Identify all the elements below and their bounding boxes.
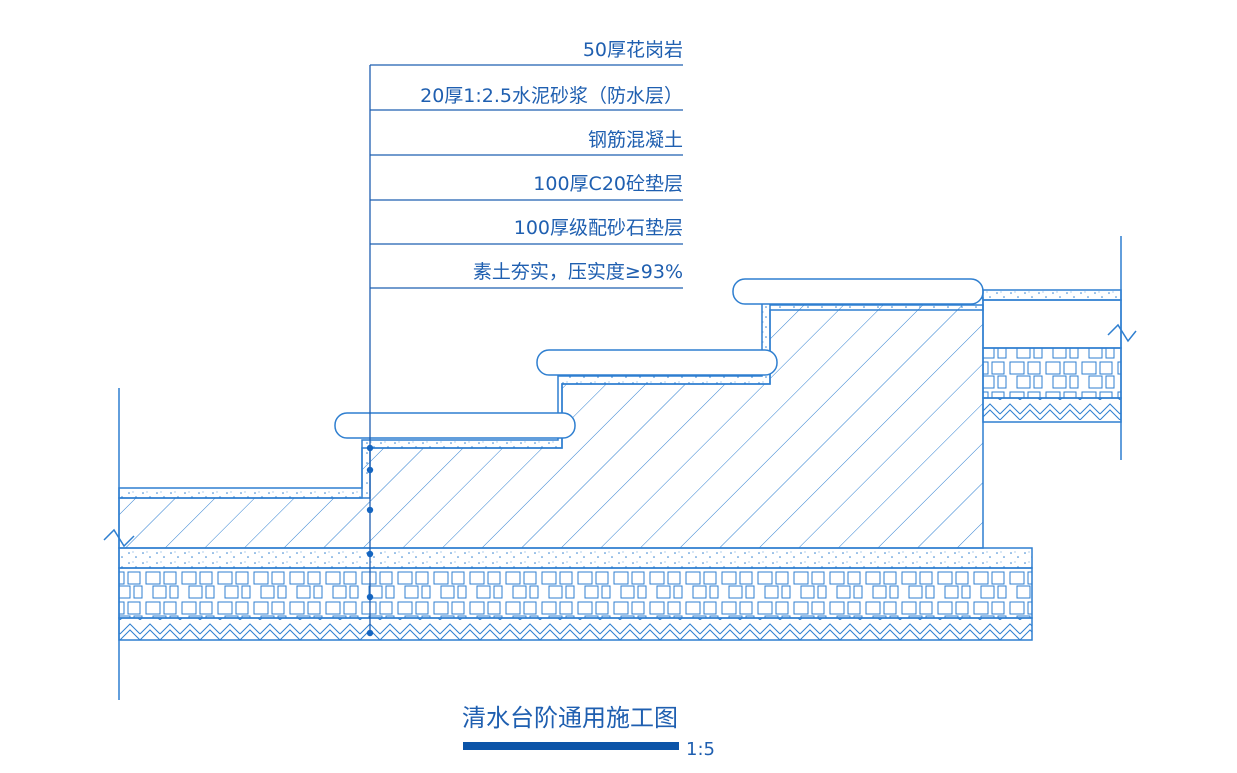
layer-label-c20: 100厚C20砼垫层 [533,173,683,195]
layer-label-mortar: 20厚1:2.5水泥砂浆（防水层） [420,85,683,107]
granite-tread-3 [732,278,984,305]
gravel-cushion [118,567,1033,619]
layer-label-gravel: 100厚级配砂石垫层 [514,217,683,239]
upper-soil [982,397,1122,423]
leader-dots [366,444,374,637]
c20-cushion [118,547,1033,569]
step-section [103,236,1137,700]
title-underline [463,742,679,750]
rammed-soil [118,617,1033,641]
upper-gravel [982,347,1122,399]
layer-label-granite: 50厚花岗岩 [583,39,683,61]
layer-label-soil: 素土夯实，压实度≥93% [473,261,683,283]
right-break-symbol [1107,323,1137,343]
leader [369,64,683,635]
granite-tread-2 [536,349,778,376]
layer-label-concrete: 钢筋混凝土 [588,129,683,151]
upper-concrete [982,299,1122,349]
granite-tread-1 [334,412,576,439]
upper-mortar [982,289,1122,301]
drawing-title: 清水台阶通用施工图 [462,704,678,732]
drawing-scale: 1:5 [686,739,715,760]
